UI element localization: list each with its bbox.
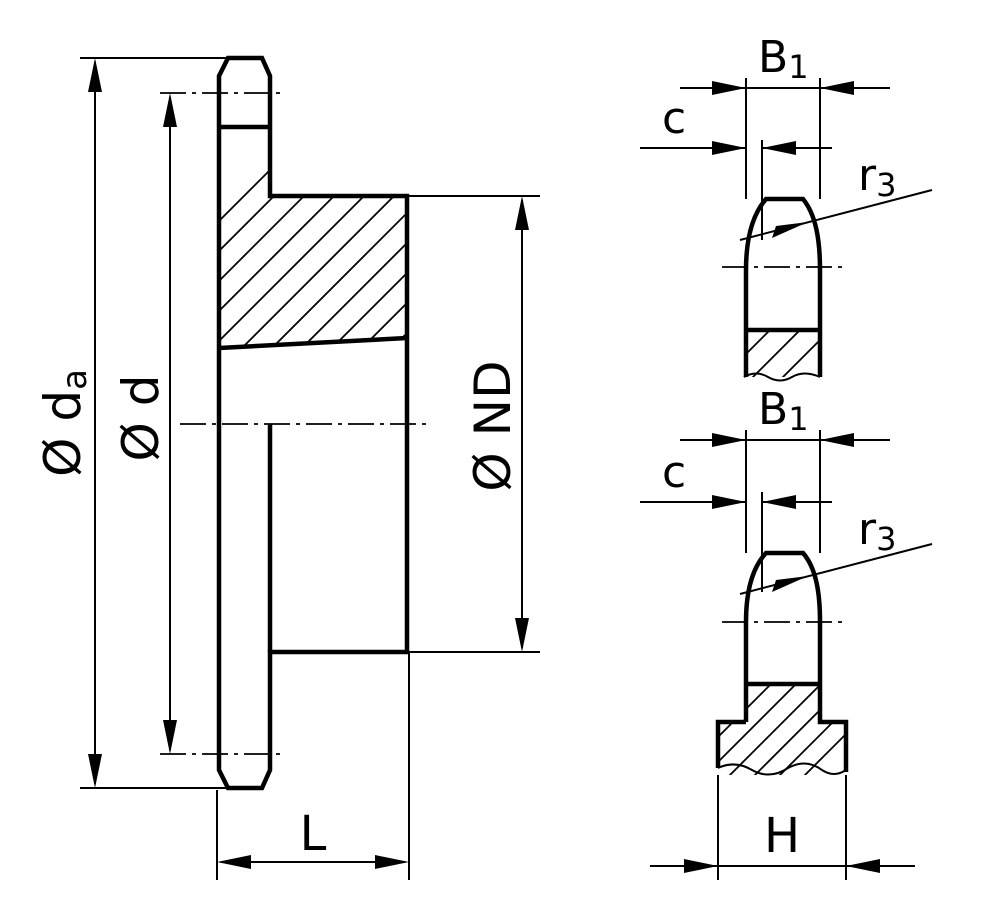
main-section-view: Ø da Ø d Ø ND L — [34, 55, 540, 880]
label-b1-upper: B1 — [758, 32, 809, 86]
sprocket-outline — [216, 55, 410, 791]
label-dia-nd: Ø ND — [464, 360, 522, 491]
label-b1-lower: B1 — [758, 384, 809, 438]
tooth-hatching-lower — [718, 684, 846, 775]
label-c-lower: c — [662, 447, 686, 498]
dimension-l: L — [217, 806, 409, 869]
tooth-detail-upper: B1 c r3 — [640, 32, 933, 382]
label-hub-h: H — [764, 808, 800, 864]
section-hatching — [221, 139, 407, 348]
label-dia-d: Ø d — [112, 375, 170, 462]
tooth-detail-lower: B1 c r3 H — [640, 384, 933, 880]
label-r3-upper: r3 — [858, 150, 896, 204]
dimension-d: Ø d — [112, 93, 177, 754]
label-r3-lower: r3 — [858, 504, 896, 558]
label-length-l: L — [300, 806, 327, 862]
tooth-hatching-upper — [746, 330, 820, 377]
tooth-profile-lower — [743, 550, 849, 772]
label-c-upper: c — [662, 93, 686, 144]
dimension-da: Ø da — [34, 58, 102, 788]
tooth-profile-upper — [743, 196, 823, 377]
bore-line — [218, 335, 408, 351]
dimension-nd: Ø ND — [464, 196, 529, 652]
label-dia-da: Ø da — [34, 369, 95, 477]
